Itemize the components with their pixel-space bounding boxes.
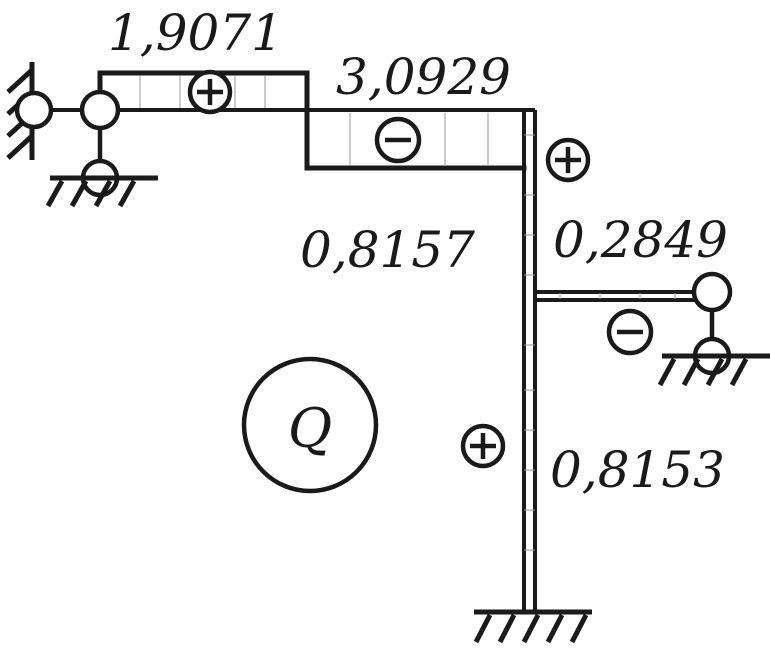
value-column-upper: 0,8157 [300,221,475,279]
value-column-lower: 0,8153 [550,441,725,499]
value-top-right-beam: 3,0929 [336,48,511,106]
diagram-symbol: Q [288,397,332,460]
right-pin-support [657,271,770,387]
left-pin-support [45,89,158,208]
column-base-support [473,609,592,644]
plus-sign-column-lower-icon [460,423,506,469]
value-top-left-beam: 1,9071 [108,4,283,62]
column [522,110,537,612]
plus-sign-top-left-icon [187,69,233,115]
minus-sign-top-right-icon [374,116,422,164]
minus-sign-bracket-icon [606,308,654,356]
shear-region-top-right [304,107,527,171]
plus-sign-column-upper-icon [545,137,591,183]
diagram-symbol-badge: Q [241,356,379,494]
value-right-bracket: 0,2849 [553,211,728,269]
left-wall-support [6,62,54,160]
right-bracket [535,290,695,302]
